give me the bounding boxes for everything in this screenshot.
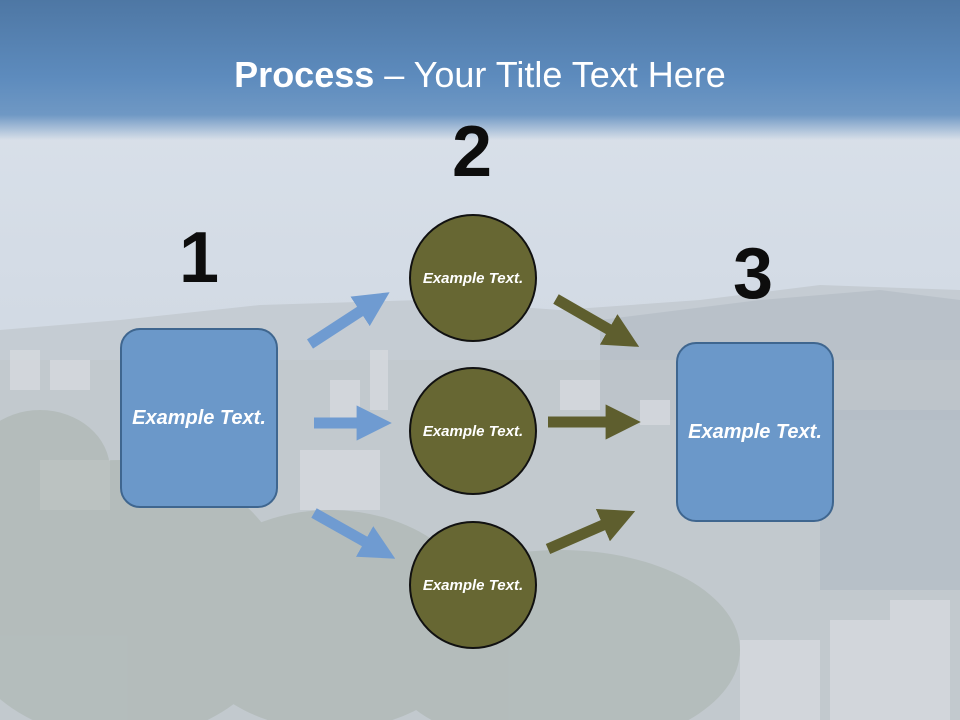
step-number-2: 2 xyxy=(451,112,493,192)
title-bold: Process xyxy=(234,54,375,95)
step-2-text-top: Example Text. xyxy=(422,269,524,287)
title-rest: – Your Title Text Here xyxy=(374,54,726,95)
arrow-icon xyxy=(545,508,636,555)
step-2-circle-bottom: Example Text. xyxy=(409,521,537,649)
step-number-1: 1 xyxy=(178,218,220,298)
arrow-icon xyxy=(306,292,390,349)
step-2-text-bottom: Example Text. xyxy=(422,576,524,594)
step-1-text: Example Text. xyxy=(132,406,266,429)
arrow-icon xyxy=(553,294,640,347)
title-band xyxy=(0,0,960,140)
step-3-box: Example Text. xyxy=(676,342,834,522)
arrow-icon xyxy=(311,508,396,559)
step-2-circle-middle: Example Text. xyxy=(409,367,537,495)
step-1-box: Example Text. xyxy=(120,328,278,508)
step-number-3: 3 xyxy=(732,234,774,314)
step-3-text: Example Text. xyxy=(688,420,822,443)
step-2-circle-top: Example Text. xyxy=(409,214,537,342)
slide-title: Process – Your Title Text Here xyxy=(0,52,960,98)
step-2-text-middle: Example Text. xyxy=(422,422,524,440)
